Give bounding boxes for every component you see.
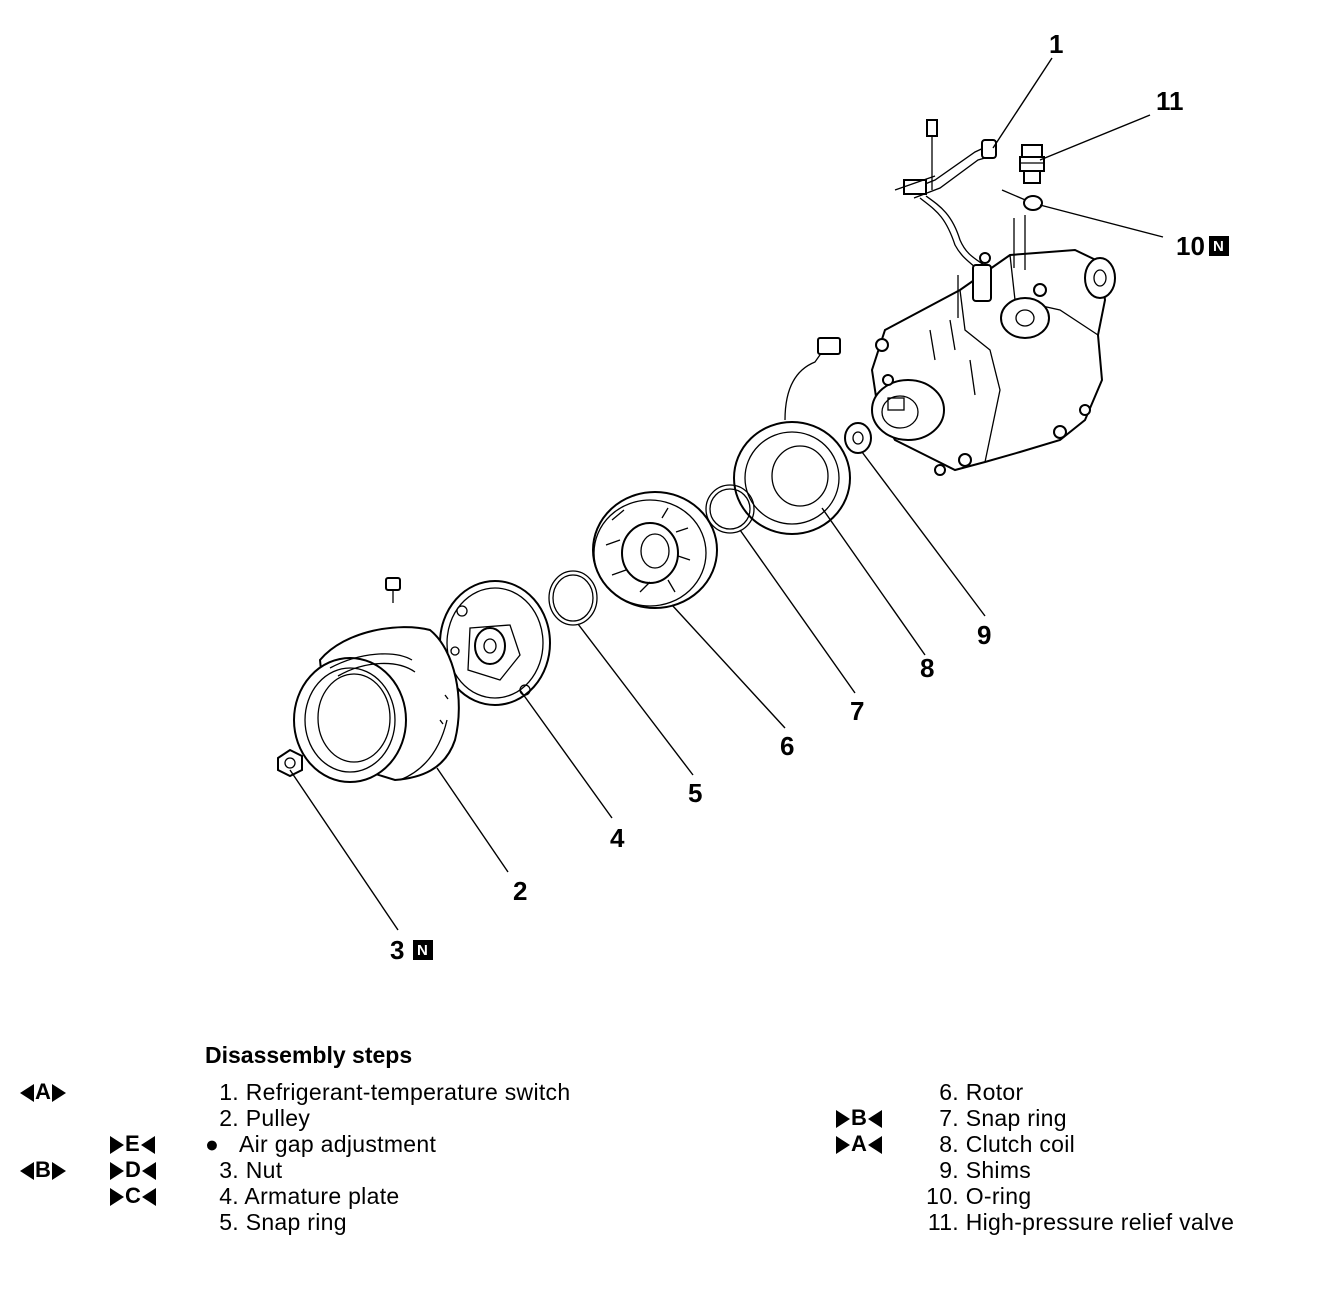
snap-ring-5-part — [548, 570, 598, 626]
snap-ring-7-part — [705, 484, 755, 534]
callout-11: 11 — [1156, 86, 1184, 116]
step-3: 3. Nut — [219, 1157, 283, 1183]
shims-part — [844, 422, 872, 454]
new-part-badge-10-text: N — [1213, 238, 1224, 255]
callout-5: 5 — [688, 778, 702, 808]
install-marker-D: D — [110, 1157, 156, 1183]
rotor-part — [592, 491, 718, 609]
nut-part — [277, 748, 303, 778]
step-2: 2. Pulley — [219, 1105, 311, 1131]
install-marker-E: E — [110, 1131, 155, 1157]
clutch-coil-part — [733, 337, 851, 535]
callout-4: 4 — [610, 823, 625, 853]
new-part-badge-3-text: N — [417, 942, 428, 959]
new-part-badge-3 — [413, 940, 433, 960]
callout-8: 8 — [920, 653, 934, 683]
compressor-body — [870, 189, 1116, 476]
leader-lines — [289, 57, 1164, 931]
callout-1: 1 — [1049, 29, 1063, 59]
callout-3: 3 — [390, 935, 404, 965]
step-air-gap: ●Air gap adjustment — [205, 1131, 437, 1157]
step-8: 8. Clutch coil — [939, 1131, 1076, 1157]
new-part-badge-10 — [1209, 236, 1229, 256]
step-6: 6. Rotor — [939, 1079, 1024, 1105]
install-marker-C: C — [110, 1183, 156, 1209]
step-9: 9. Shims — [939, 1157, 1032, 1183]
step-5: 5. Snap ring — [219, 1209, 347, 1235]
armature-plate-part — [385, 577, 551, 706]
step-10: 10. O-ring — [926, 1183, 1032, 1209]
callout-7: 7 — [850, 696, 864, 726]
removal-marker-B: B — [20, 1157, 66, 1183]
step-4: 4. Armature plate — [219, 1183, 400, 1209]
step-11: 11. High-pressure relief valve — [927, 1209, 1235, 1235]
install-marker-A: A — [836, 1131, 882, 1157]
install-marker-B: B — [836, 1105, 882, 1131]
high-pressure-relief-valve-part — [1019, 144, 1045, 184]
o-ring-part — [1023, 195, 1043, 211]
callout-10: 10 — [1176, 231, 1205, 261]
callout-2: 2 — [513, 876, 527, 906]
callout-9: 9 — [977, 620, 991, 650]
pulley-part — [293, 626, 460, 783]
compressor-clutch-exploded-diagram: 1 11 10 N 9 8 7 6 5 4 2 3 N — [277, 29, 1229, 965]
step-7: 7. Snap ring — [939, 1105, 1067, 1131]
removal-marker-A: A — [20, 1079, 66, 1105]
callout-labels: 1 11 10 N 9 8 7 6 5 4 2 3 N — [390, 29, 1229, 965]
steps-title: Disassembly steps — [205, 1042, 413, 1068]
step-1: 1. Refrigerant-temperature switch — [219, 1079, 571, 1105]
callout-6: 6 — [780, 731, 794, 761]
refrigerant-temperature-switch-part — [894, 119, 997, 302]
